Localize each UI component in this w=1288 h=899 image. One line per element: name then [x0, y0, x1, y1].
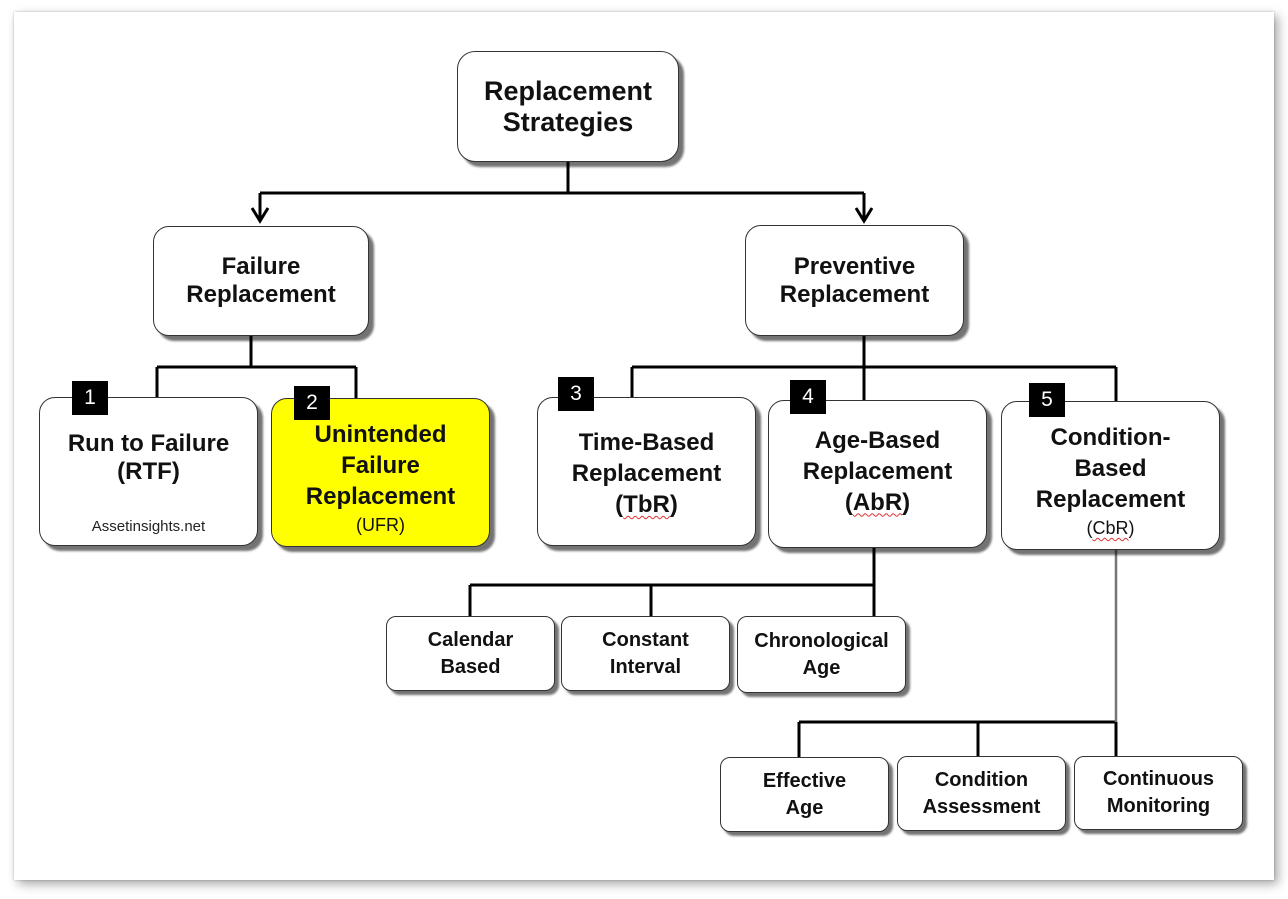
strategy-label: Unintended Failure Replacement: [305, 421, 456, 510]
condition-child-label: Continuous Monitoring: [1102, 768, 1215, 817]
strategy-node-rtf: Run to Failure (RTF) Assetinsights.net: [39, 397, 258, 546]
strategy-abbreviation-close: ): [1128, 518, 1135, 538]
root-node: Replacement Strategies: [457, 51, 679, 162]
preventive-replacement-node: Preventive Replacement: [745, 225, 964, 336]
watermark-text: Assetinsights.net: [91, 518, 206, 535]
strategy-label: Run to Failure (RTF): [67, 430, 230, 485]
strategy-node-tbr: Time-Based Replacement (TbR): [537, 397, 756, 546]
strategy-abbreviation-close: ): [902, 488, 911, 516]
strategy-number-badge: 2: [294, 386, 330, 420]
arrow-failure-icon: [250, 207, 270, 224]
preventive-replacement-label: Preventive Replacement: [779, 252, 930, 308]
age-child-label: Constant Interval: [602, 628, 689, 678]
condition-child-node-continuous-monitoring: Continuous Monitoring: [1074, 756, 1243, 830]
arrow-preventive-icon: [854, 207, 874, 224]
strategy-abbreviation: TbR: [623, 491, 670, 518]
strategy-label: Time-Based Replacement (: [571, 429, 722, 518]
root-label: Replacement Strategies: [483, 75, 653, 137]
strategy-number-badge: 4: [790, 380, 826, 414]
age-child-label: Chronological Age: [754, 629, 889, 679]
strategy-abbreviation-close: ): [669, 491, 678, 518]
age-child-node-calendar-based: Calendar Based: [386, 616, 555, 691]
strategy-abbreviation: CbR: [1092, 518, 1129, 538]
strategy-abbreviation: AbR: [852, 488, 903, 516]
strategy-number-badge: 1: [72, 381, 108, 415]
strategy-label: Condition- Based Replacement: [1035, 424, 1186, 513]
strategy-abbreviation-open: (: [1086, 518, 1093, 538]
strategy-number-badge: 3: [558, 377, 594, 411]
failure-replacement-label: Failure Replacement: [186, 253, 336, 308]
failure-replacement-node: Failure Replacement: [153, 226, 369, 336]
condition-child-node-effective-age: Effective Age: [720, 757, 889, 832]
condition-child-node-condition-assessment: Condition Assessment: [897, 756, 1066, 831]
strategy-node-cbr: Condition- Based Replacement (CbR): [1001, 401, 1220, 550]
age-child-node-constant-interval: Constant Interval: [561, 616, 730, 691]
strategy-abbreviation: (UFR): [356, 515, 405, 535]
age-child-label: Calendar Based: [427, 628, 514, 678]
condition-child-label: Condition Assessment: [922, 768, 1041, 818]
condition-child-label: Effective Age: [762, 769, 847, 819]
strategy-label: Age-Based Replacement (: [802, 426, 953, 516]
strategy-number-badge: 5: [1029, 383, 1065, 417]
strategy-node-ufr: Unintended Failure Replacement (UFR): [271, 398, 490, 547]
strategy-node-abr: Age-Based Replacement (AbR): [768, 400, 987, 548]
age-child-node-chronological-age: Chronological Age: [737, 616, 906, 693]
